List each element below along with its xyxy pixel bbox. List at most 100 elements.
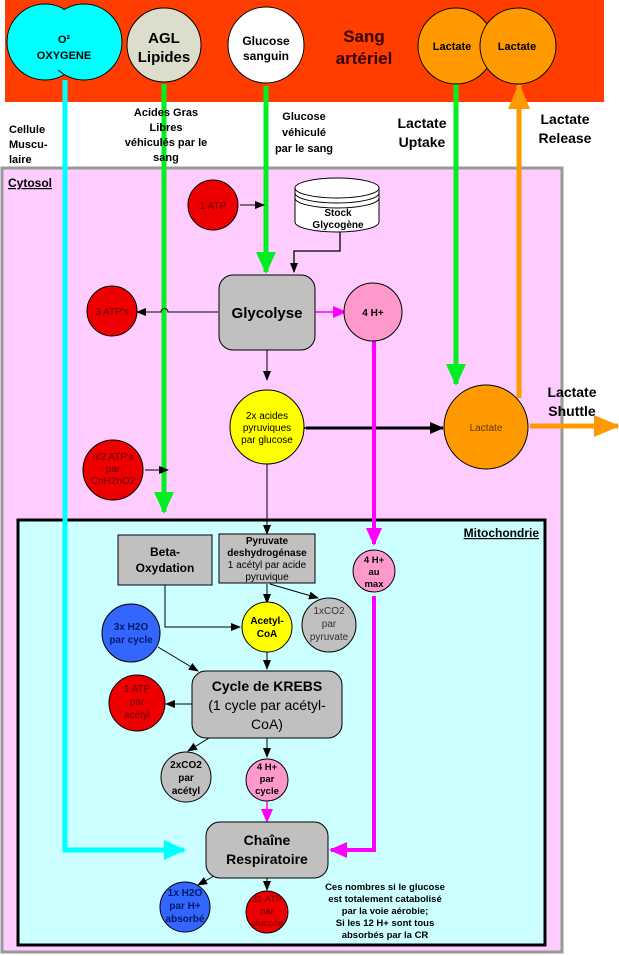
mitochondria-title: Mitochondrie	[464, 526, 540, 540]
co2-1-label-3: pyruvate	[310, 632, 349, 643]
pdh-to-co2-arrow	[269, 583, 319, 600]
lactate-shuttle-label: Lactate Shuttle	[547, 384, 596, 419]
release-line-2: Release	[539, 130, 592, 146]
note-line-4: Si les 12 H+ sont tous	[336, 918, 434, 929]
co2-1-label-2: par	[322, 619, 337, 630]
co2-pyruvate-node: 1xCO2 par pyruvate	[301, 597, 357, 653]
gv-line-2: véhiculé	[282, 127, 326, 139]
co2-1-label-1: 1xCO2	[313, 606, 345, 617]
acides-line-4: sang	[153, 152, 179, 164]
uptake-line-1: Lactate	[397, 115, 446, 131]
lactate-right-label: Lactate	[498, 41, 537, 53]
atp-acetyl-label-2: par	[130, 697, 145, 708]
gv-line-3: par le sang	[275, 143, 333, 155]
h4max-to-chaine-arrow	[329, 596, 376, 858]
atp1-node: 1 ATP	[187, 179, 239, 231]
atp3-node: 3 ATP's	[86, 285, 138, 337]
natp-label-1: n/2 ATP's	[92, 452, 134, 463]
h2o3-label-1: 3x H2O	[114, 622, 149, 633]
stock-label-2: Glycogène	[312, 220, 364, 231]
h4cycle-label-1: 4 H+	[257, 762, 278, 773]
pdh-label-3: 1 acétyl par acide	[228, 560, 307, 571]
atp1-label: 1 ATP	[200, 201, 227, 212]
stock-glycogene-node: Stock Glycogène	[294, 177, 380, 233]
krebs-to-co2-arrow	[187, 737, 210, 752]
h2o-3x-node: 3x H2O par cycle	[101, 603, 161, 663]
lactate-left-label: Lactate	[433, 41, 472, 53]
glucose-label-2: sanguin	[243, 49, 289, 63]
h4-label: 4 H+	[362, 308, 384, 319]
acides-gras-label: Acides Gras Libres véhiculés par le sang	[125, 107, 208, 164]
uptake-line-2: Uptake	[399, 134, 446, 150]
stock-label-1: Stock	[324, 208, 352, 219]
acides-line-3: véhiculés par le	[125, 137, 208, 149]
lactate-blood-node-left: Lactate	[417, 7, 495, 85]
acetyl-coa-node: Acetyl- CoA	[241, 601, 293, 653]
pyruvic-label-1: 2x acides	[246, 411, 288, 422]
agl-label-2: Lipides	[138, 49, 191, 66]
atp31-node: 31 ATP par glucose	[245, 890, 289, 934]
glucose-sanguin-node: Glucose sanguin	[227, 6, 305, 84]
agl-label-1: AGL	[148, 30, 180, 47]
beta-to-acetyl-arrow	[164, 584, 241, 631]
glycolyse-label: Glycolyse	[232, 305, 303, 322]
pyruvate-deshydrogenase-node: Pyruvate deshydrogénase 1 acétyl par aci…	[218, 533, 316, 584]
cellule-musculaire-label: Cellule Muscu- laire	[9, 124, 48, 166]
shuttle-line-1: Lactate	[547, 384, 596, 400]
lactate-cytosol-node: Lactate	[443, 384, 529, 470]
release-line-1: Lactate	[540, 111, 589, 127]
chaine-label-1: Chaîne	[244, 832, 291, 848]
krebs-cycle-node: Cycle de KREBS (1 cycle par acétyl- CoA)	[191, 670, 343, 739]
note-line-5: absorbés par la CR	[342, 930, 429, 941]
atp-acetyl-label-3: acétyl	[124, 710, 150, 721]
h4max-label-2: au	[368, 567, 379, 578]
h2o-to-krebs-arrow	[157, 646, 199, 672]
acetyl-label-1: Acetyl-	[250, 616, 283, 627]
h2o1-label-2: par H+	[169, 901, 201, 912]
h4-max-node: 4 H+ au max	[352, 549, 396, 593]
pyruvic-label-3: par glucose	[241, 435, 293, 446]
glycogen-to-glycolyse-arrow	[290, 232, 341, 273]
atp3-label: 3 ATP's	[95, 307, 128, 318]
acides-line-1: Acides Gras	[134, 107, 198, 119]
cellule-line-1: Cellule	[9, 124, 45, 136]
co2-2-label-3: acétyl	[172, 786, 201, 797]
pdh-label-4: pyruvique	[245, 572, 289, 583]
h4-per-cycle-node: 4 H+ par cycle	[245, 758, 289, 802]
krebs-title: Cycle de KREBS	[212, 678, 322, 694]
h2o1-label-1: 1x H2O	[168, 888, 203, 899]
chaine-label-2: Respiratoire	[226, 851, 308, 867]
pdh-label-2: deshydrogénase	[227, 548, 307, 559]
glycolyse-node: Glycolyse	[218, 274, 316, 351]
h2o3-label-2: par cycle	[109, 635, 153, 646]
natp-label-3: CnH2nO2	[91, 476, 136, 487]
h4max-label-3: max	[364, 579, 384, 590]
pdh-label-1: Pyruvate	[246, 536, 289, 547]
note-line-3: par la voie aérobie;	[342, 906, 429, 917]
glucose-vehicule-label: Glucose véhiculé par le sang	[275, 111, 333, 155]
beta-oxydation-node: Beta- Oxydation	[117, 534, 213, 586]
lactate-uptake-label: Lactate Uptake	[397, 115, 446, 150]
pyruvic-label-2: pyruviques	[243, 423, 291, 434]
atp31-label-3: glucose	[251, 918, 284, 929]
cytosol-title: Cytosol	[8, 176, 52, 190]
note-line-1: Ces nombres si le glucose	[325, 882, 445, 893]
lactate-release-label: Lactate Release	[539, 111, 592, 146]
oxygen-flow-arrow	[62, 80, 186, 860]
oxygen-label-2: OXYGENE	[37, 50, 91, 62]
cellule-line-3: laire	[9, 154, 32, 166]
acetyl-label-2: CoA	[257, 629, 278, 640]
glycolyse-to-atp3-arrow	[136, 308, 218, 316]
co2-2-label-2: par	[178, 773, 194, 784]
h4cycle-label-3: cycle	[255, 786, 279, 797]
chaine-respiratoire-node: Chaîne Respiratoire	[205, 821, 329, 879]
oxygen-node: O² OXYGENE	[6, 3, 123, 81]
agl-lipides-node: AGL Lipides	[126, 7, 202, 83]
co2-acetyl-node: 2xCO2 par acétyl	[160, 751, 212, 803]
chaine-to-h2o-arrow	[197, 875, 215, 886]
note-line-2: est totalement catabolisé	[328, 894, 442, 905]
krebs-label-2: CoA)	[251, 716, 283, 732]
shuttle-line-2: Shuttle	[548, 403, 596, 419]
co2-2-label-1: 2xCO2	[170, 760, 202, 771]
